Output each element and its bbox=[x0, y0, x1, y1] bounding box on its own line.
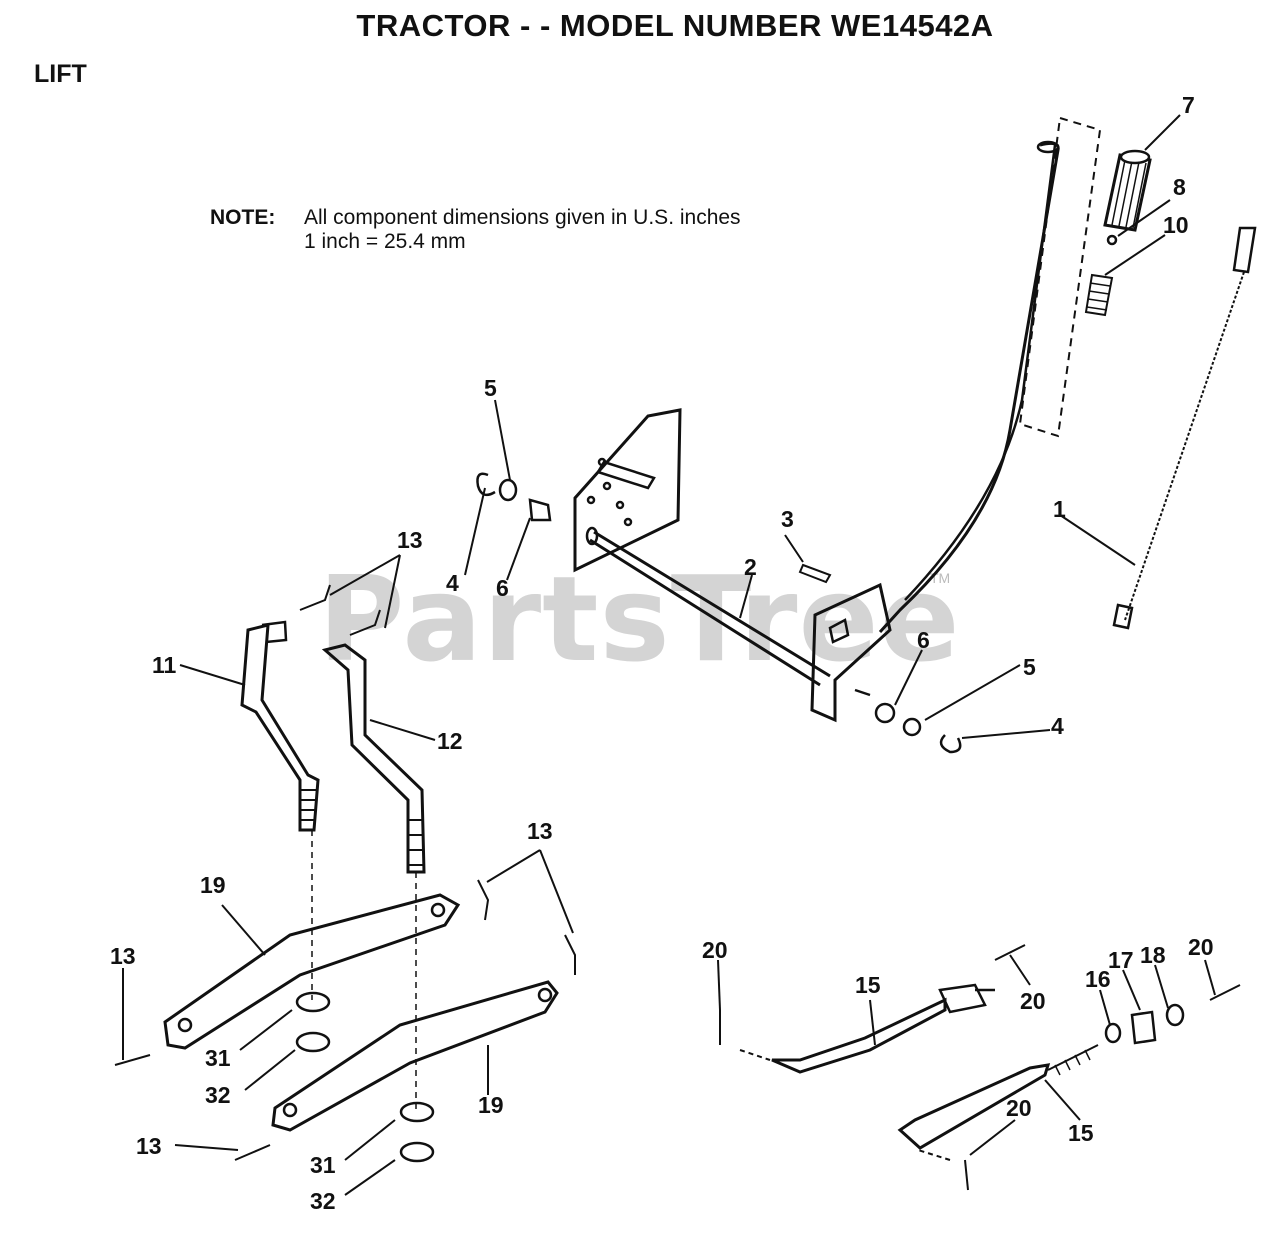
callout-20-d: 20 bbox=[1006, 1095, 1032, 1121]
callout-13-bottom: 13 bbox=[136, 1133, 162, 1159]
callout-18: 18 bbox=[1140, 942, 1166, 968]
callout-5-left: 5 bbox=[484, 375, 497, 401]
lift-link-11 bbox=[240, 623, 320, 832]
clip-right bbox=[939, 734, 962, 754]
callout-17: 17 bbox=[1108, 947, 1134, 973]
callout-15-lower: 15 bbox=[1068, 1120, 1094, 1146]
clip-left bbox=[476, 472, 496, 497]
callout-12: 12 bbox=[437, 728, 463, 754]
link-rod-lower bbox=[897, 1063, 1051, 1150]
pin-13-a bbox=[299, 584, 331, 611]
callout-31-a: 31 bbox=[205, 1045, 231, 1071]
handle-extension-outline bbox=[1018, 116, 1102, 438]
washer-left bbox=[498, 478, 518, 502]
leader-lines bbox=[122, 114, 1216, 1196]
shaft bbox=[589, 530, 831, 687]
callout-20-a: 20 bbox=[702, 937, 728, 963]
link-rod-upper bbox=[771, 997, 947, 1074]
pin-13-e bbox=[114, 1054, 151, 1066]
lift-link-12 bbox=[321, 643, 426, 874]
nut-32-b bbox=[399, 1141, 435, 1163]
pin-13-b bbox=[349, 609, 381, 636]
callout-3: 3 bbox=[781, 506, 794, 532]
callout-4-left: 4 bbox=[446, 570, 459, 596]
callout-15-upper: 15 bbox=[855, 972, 881, 998]
nut-18 bbox=[1165, 1003, 1185, 1027]
callout-19-upper: 19 bbox=[200, 872, 226, 898]
callout-13-top: 13 bbox=[397, 527, 423, 553]
callout-19-lower: 19 bbox=[478, 1092, 504, 1118]
section-title: LIFT bbox=[34, 60, 87, 88]
callout-1: 1 bbox=[1053, 496, 1066, 522]
callout-4-right: 4 bbox=[1051, 713, 1064, 739]
callout-10: 10 bbox=[1163, 212, 1189, 238]
mounting-plate bbox=[573, 408, 682, 573]
bushing-left bbox=[528, 498, 552, 522]
callout-13-left: 13 bbox=[110, 943, 136, 969]
callout-5-right: 5 bbox=[1023, 654, 1036, 680]
washer-31-b bbox=[399, 1101, 435, 1123]
callout-6-right: 6 bbox=[917, 627, 930, 653]
key bbox=[798, 563, 832, 584]
note-label: NOTE: bbox=[210, 206, 276, 229]
handle-bracket bbox=[810, 582, 892, 723]
callout-32-a: 32 bbox=[205, 1082, 231, 1108]
lift-arm-upper bbox=[163, 893, 461, 1050]
nut-32-a bbox=[295, 1031, 331, 1053]
callout-31-b: 31 bbox=[310, 1152, 336, 1178]
washer-31-a bbox=[295, 991, 331, 1013]
rod bbox=[1232, 226, 1257, 274]
dimension-note: NOTE: All component dimensions given in … bbox=[210, 206, 741, 253]
pin-20-c bbox=[1209, 984, 1241, 1001]
washer-right bbox=[902, 717, 922, 737]
lift-handle-edge bbox=[904, 144, 1057, 601]
callout-32-b: 32 bbox=[310, 1188, 336, 1214]
pin-20-b bbox=[994, 944, 1026, 961]
callout-2: 2 bbox=[744, 554, 757, 580]
trunnion bbox=[938, 983, 987, 1014]
lift-arm-lower bbox=[271, 980, 559, 1132]
note-line-1: All component dimensions given in U.S. i… bbox=[304, 206, 741, 229]
callout-20-c: 20 bbox=[1188, 934, 1214, 960]
callout-20-b: 20 bbox=[1020, 988, 1046, 1014]
block-17 bbox=[1130, 1010, 1157, 1045]
callout-8: 8 bbox=[1173, 174, 1186, 200]
pin-13-f bbox=[234, 1144, 271, 1161]
note-line-2: 1 inch = 25.4 mm bbox=[304, 230, 466, 253]
handle-end bbox=[1036, 140, 1060, 154]
grip-screw bbox=[1106, 234, 1118, 246]
callout-13-mid: 13 bbox=[527, 818, 553, 844]
callout-7: 7 bbox=[1182, 92, 1195, 118]
callout-16: 16 bbox=[1085, 966, 1111, 992]
callout-11: 11 bbox=[152, 652, 177, 678]
lift-handle bbox=[878, 141, 1060, 634]
pin-20-d bbox=[964, 1159, 969, 1191]
bushing-right bbox=[874, 702, 896, 724]
washer-16 bbox=[1104, 1022, 1122, 1044]
pin-13-d bbox=[564, 934, 576, 975]
callout-6-left: 6 bbox=[496, 575, 509, 601]
pin-13-c bbox=[477, 879, 490, 921]
page-title: TRACTOR - - MODEL NUMBER WE14542A bbox=[356, 8, 994, 43]
